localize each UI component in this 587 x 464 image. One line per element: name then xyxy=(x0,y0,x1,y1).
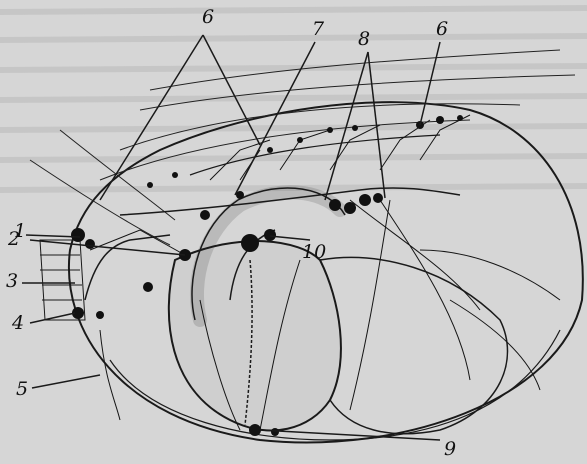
label-5: 5 xyxy=(16,380,28,399)
label-8: 8 xyxy=(358,30,370,49)
label-4: 4 xyxy=(12,314,24,333)
label-10: 10 xyxy=(302,243,326,262)
label-3: 3 xyxy=(6,272,18,291)
label-9: 9 xyxy=(444,440,456,459)
label-6-left: 6 xyxy=(202,8,214,27)
label-7: 7 xyxy=(312,20,324,39)
label-2: 2 xyxy=(8,230,20,249)
label-6-right: 6 xyxy=(436,20,448,39)
